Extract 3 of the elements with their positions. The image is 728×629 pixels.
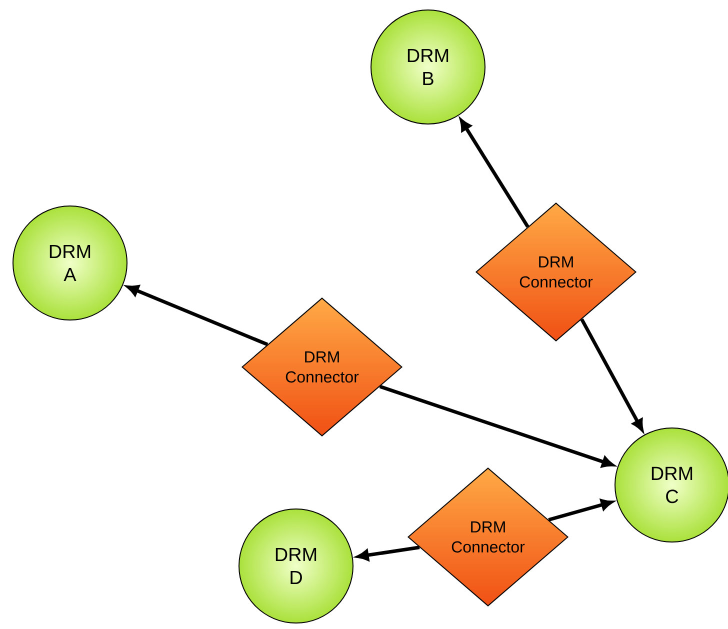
circle-node: DRM A	[12, 206, 128, 320]
circle-node: DRM D	[238, 508, 354, 624]
circle-node: DRM B	[370, 10, 486, 124]
